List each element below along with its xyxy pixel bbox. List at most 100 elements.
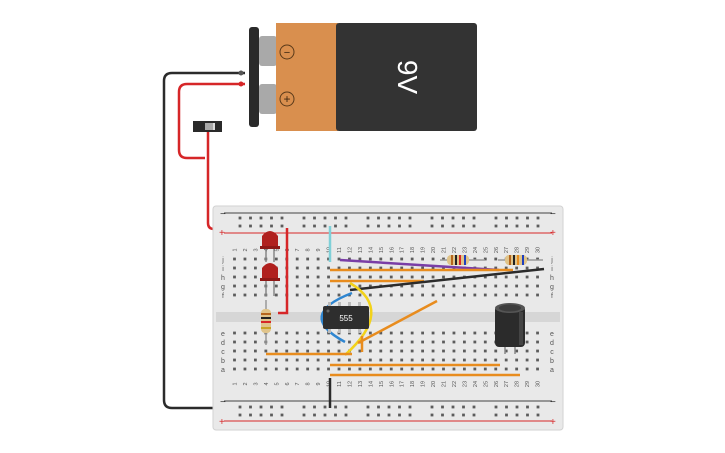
breadboard-hole (525, 367, 529, 371)
breadboard-hole (442, 284, 445, 288)
breadboard-hole (410, 331, 414, 335)
column-number-label: 17 (400, 247, 406, 253)
breadboard-hole (494, 257, 498, 261)
led-2[interactable] (260, 263, 280, 296)
led-1[interactable] (260, 231, 280, 262)
rail-bottom-plus-left: + (219, 417, 225, 428)
column-number-label: 28 (515, 381, 521, 387)
breadboard-hole (337, 266, 341, 270)
black-wire-battery-ground[interactable] (162, 71, 245, 410)
yellow-wire[interactable] (344, 281, 373, 356)
breadboard-hole (368, 331, 372, 335)
column-number-label: 25 (483, 247, 489, 253)
breadboard-hole (442, 358, 445, 362)
breadboard-hole (410, 284, 414, 288)
breadboard-hole (536, 405, 540, 409)
breadboard-hole (473, 349, 477, 353)
breadboard-hole (473, 284, 477, 288)
electrolytic-capacitor[interactable] (495, 303, 525, 354)
column-number-label: 14 (368, 381, 374, 387)
breadboard-hole (410, 293, 414, 297)
breadboard-hole (259, 216, 263, 220)
column-number-label: 12 (347, 381, 353, 387)
breadboard-hole (377, 405, 380, 409)
breadboard-hole (442, 257, 445, 261)
battery-plus-terminal (259, 84, 277, 114)
breadboard-hole (337, 349, 341, 353)
breadboard-hole (337, 275, 341, 279)
breadboard-hole (515, 224, 519, 228)
breadboard-hole (430, 224, 434, 228)
breadboard-hole (337, 284, 341, 288)
red-wire-battery-positive[interactable] (177, 82, 245, 160)
red-wire-rail-to-led[interactable] (278, 228, 289, 315)
blue-wire[interactable] (320, 291, 353, 344)
battery-9v[interactable]: − + 9V (249, 23, 477, 131)
breadboard-hole (504, 358, 508, 362)
breadboard-hole (264, 358, 268, 362)
breadboard-hole (334, 224, 337, 228)
column-number-label: 28 (515, 247, 521, 253)
ic-555-chip[interactable]: 555 (323, 302, 369, 333)
column-number-label: 3 (253, 248, 259, 251)
breadboard-hole (306, 340, 310, 344)
breadboard-hole (368, 367, 372, 371)
breadboard-hole (379, 367, 383, 371)
breadboard-hole (494, 216, 498, 220)
column-number-label: 20 (431, 381, 437, 387)
breadboard-hole (313, 224, 316, 228)
breadboard-hole (398, 224, 401, 228)
column-number-label: 22 (452, 247, 458, 253)
orange-wire-diagonal-1[interactable] (357, 299, 438, 345)
breadboard-hole (463, 358, 466, 362)
breadboard-hole (323, 405, 327, 409)
breadboard-hole (525, 293, 529, 297)
row-letter-label: j (221, 257, 224, 264)
column-number-label: 13 (358, 381, 364, 387)
breadboard-hole (379, 293, 383, 297)
breadboard-hole (526, 405, 529, 409)
breadboard-hole (472, 405, 476, 409)
breadboard-hole (295, 284, 299, 288)
battery-minus-terminal (259, 36, 277, 66)
breadboard-hole (358, 284, 362, 288)
breadboard-hole (334, 216, 337, 220)
breadboard-hole (249, 224, 252, 228)
breadboard-hole (504, 284, 508, 288)
breadboard-hole (536, 257, 539, 261)
column-number-label: 12 (347, 247, 353, 253)
breadboard-hole (452, 284, 456, 288)
row-letter-label: a (550, 367, 554, 374)
resistor-1[interactable] (440, 255, 485, 265)
breadboard-hole (431, 367, 435, 371)
black-wire-upper[interactable] (349, 267, 545, 292)
breadboard-hole (249, 405, 252, 409)
breadboard-hole (280, 224, 284, 228)
rail-top-plus-left: + (219, 228, 225, 239)
resistor-3[interactable] (261, 300, 271, 345)
breadboard-hole (243, 349, 247, 353)
breadboard-hole (327, 358, 330, 362)
breadboard-hole (483, 257, 487, 261)
column-number-label: 8 (306, 248, 312, 251)
breadboard-hole (348, 284, 351, 288)
breadboard-hole (442, 349, 445, 353)
column-number-label: 9 (316, 382, 322, 385)
breadboard-hole (243, 358, 247, 362)
breadboard-hole (463, 331, 466, 335)
breadboard-hole (400, 331, 404, 335)
breadboard-hole (462, 216, 465, 220)
breadboard-hole (463, 367, 466, 371)
breadboard-hole (348, 358, 351, 362)
resistor-2[interactable] (498, 255, 543, 265)
purple-wire[interactable] (339, 258, 500, 272)
breadboard-hole (473, 331, 477, 335)
breadboard-hole (410, 275, 414, 279)
breadboard-hole (442, 331, 445, 335)
slide-switch[interactable] (193, 121, 222, 132)
breadboard-hole (238, 405, 242, 409)
battery-voltage-label: 9V (392, 60, 423, 95)
breadboard-hole (505, 224, 508, 228)
row-letter-label: d (550, 340, 554, 347)
breadboard-hole (280, 413, 284, 417)
